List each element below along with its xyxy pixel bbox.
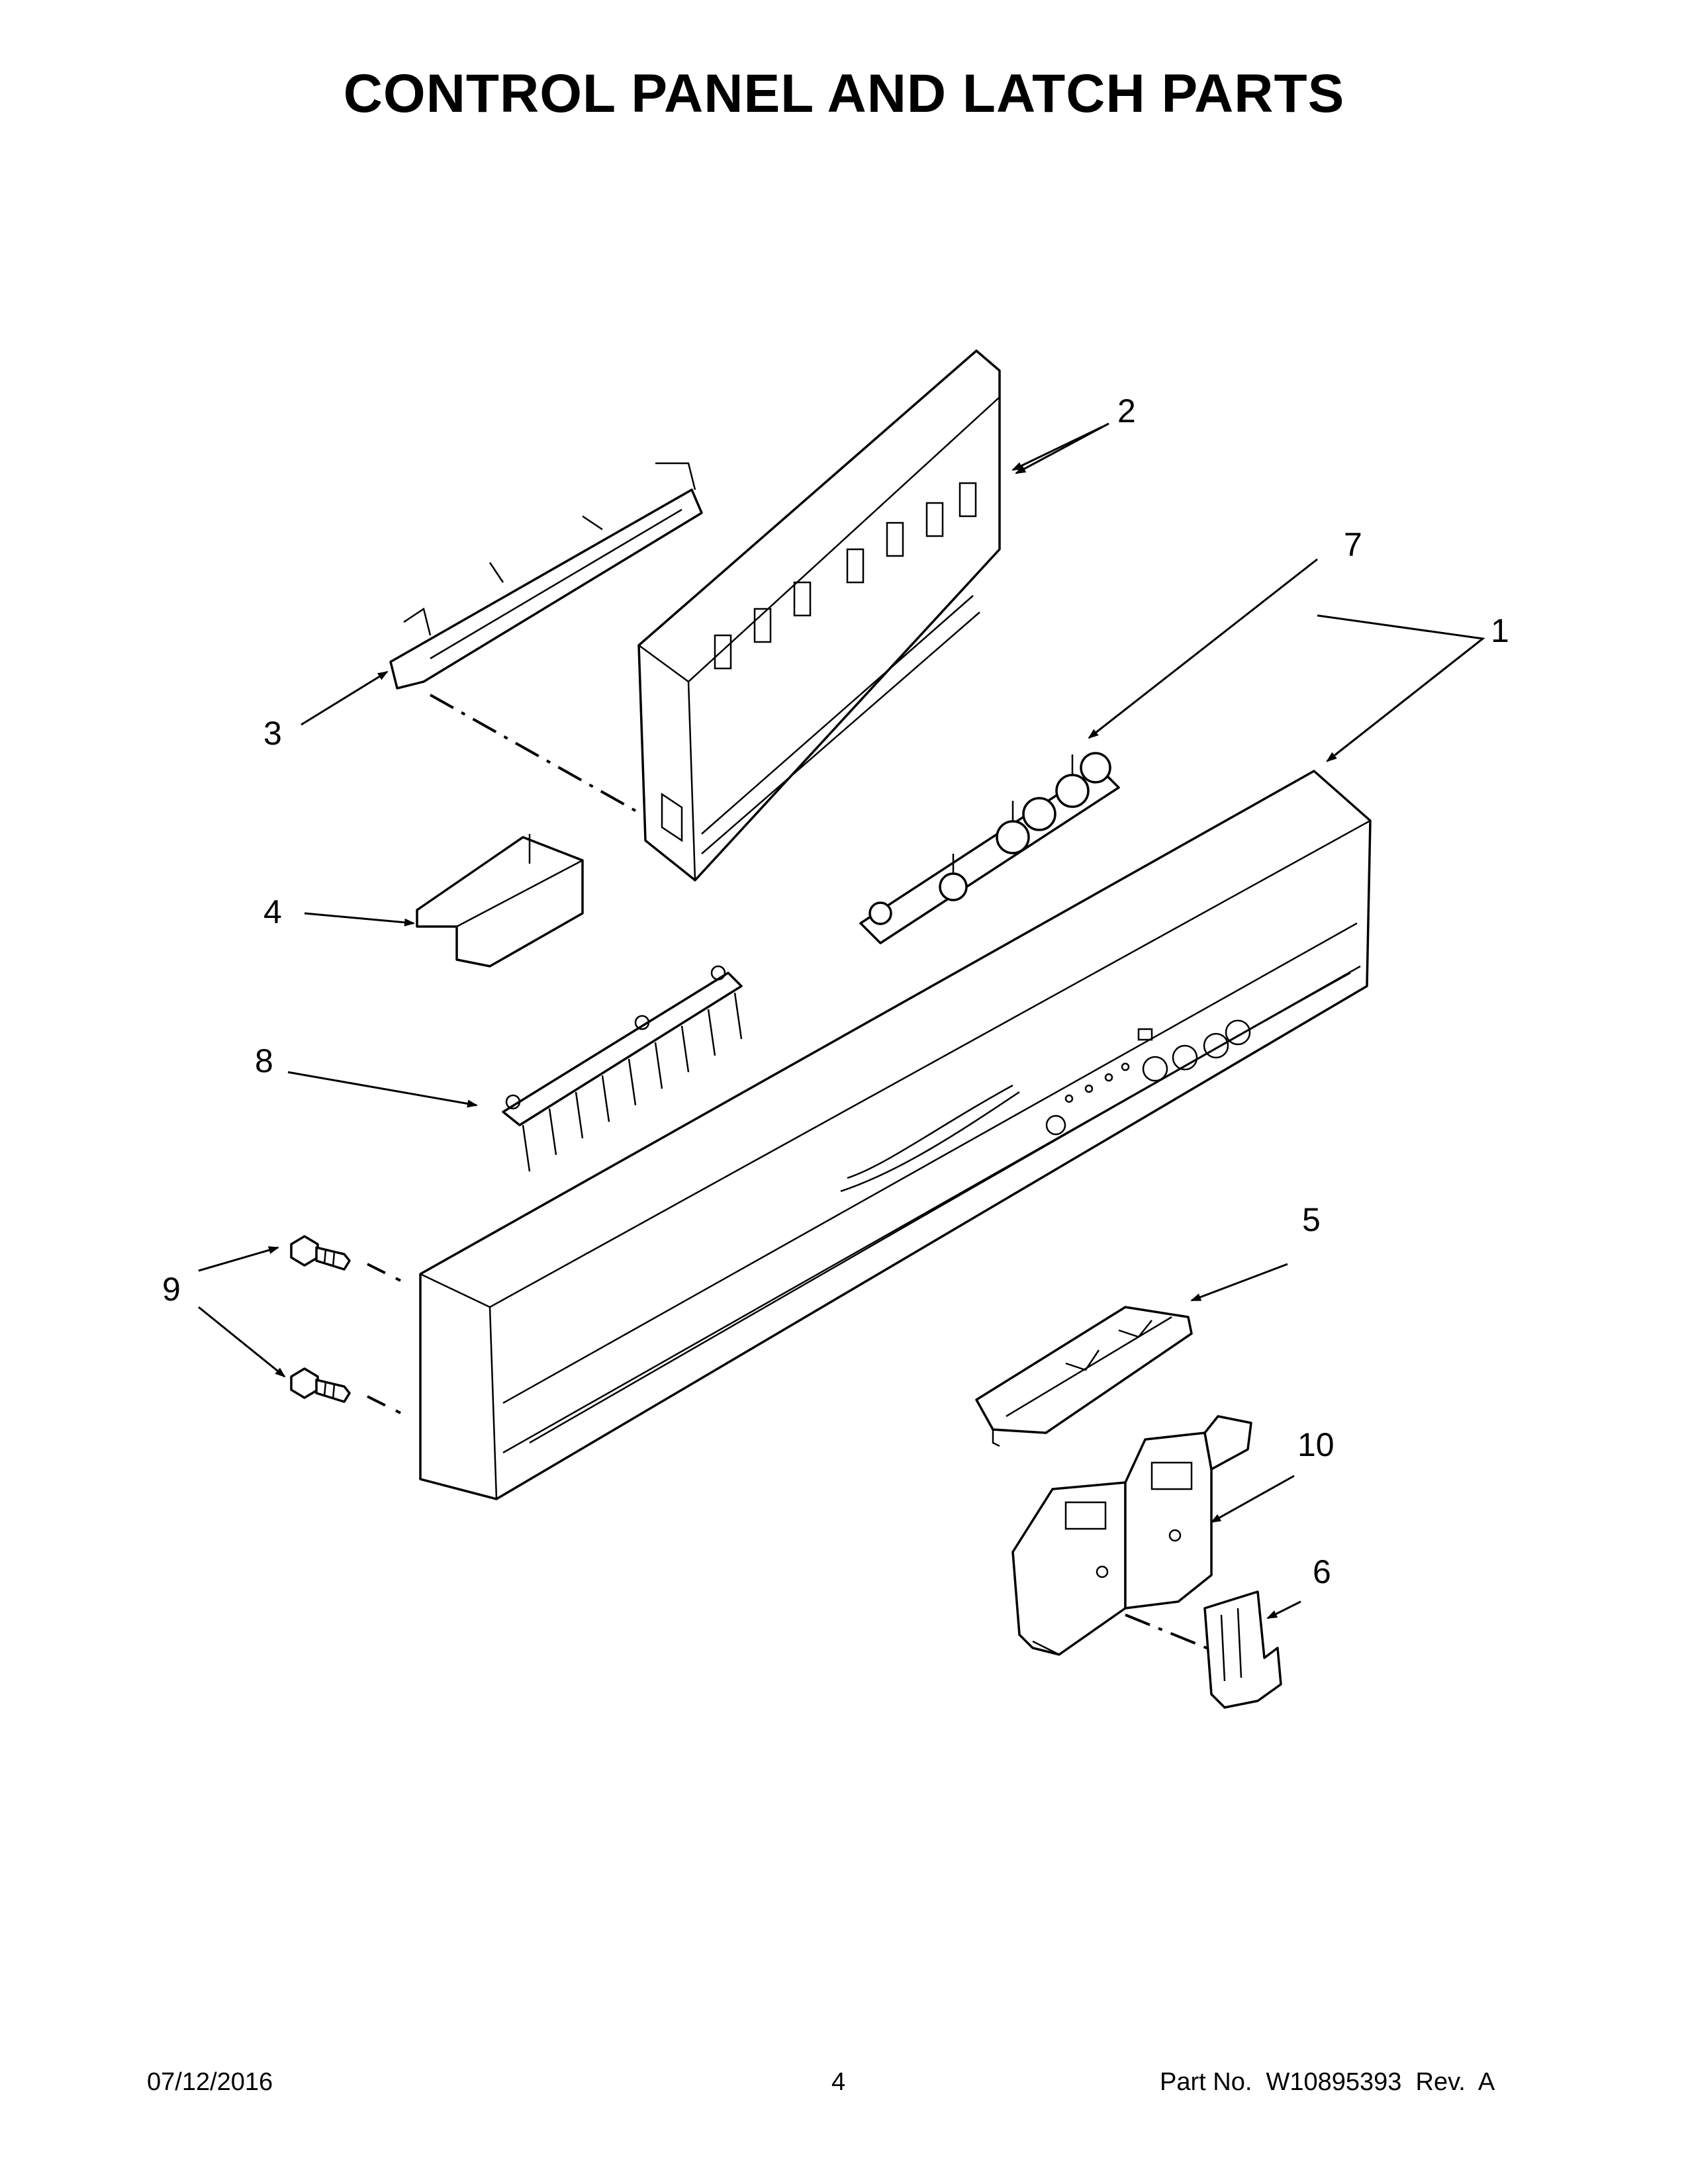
part-2-control-board[interactable] <box>637 349 1001 882</box>
callout-3: 3 <box>263 715 282 752</box>
callout-1: 1 <box>1491 612 1509 649</box>
callout-4: 4 <box>263 893 282 931</box>
part-10-door-latch[interactable] <box>1011 1415 1252 1656</box>
footer-page-number: 4 <box>831 2068 846 2096</box>
callout-8: 8 <box>255 1042 273 1079</box>
callout-2: 2 <box>1117 392 1136 430</box>
callout-5: 5 <box>1302 1201 1321 1238</box>
part-3-bracket[interactable] <box>389 462 703 690</box>
callout-7: 7 <box>1344 526 1362 563</box>
alignment-lines <box>367 694 1215 1653</box>
part-4-cover[interactable] <box>416 834 584 968</box>
leader-lines <box>198 422 1485 1619</box>
part-5-latch-handle[interactable] <box>975 1306 1193 1447</box>
part-8-pin-strip[interactable] <box>502 965 743 1172</box>
part-9-screw-upper[interactable] <box>290 1235 351 1271</box>
part-1-control-panel[interactable] <box>419 770 1372 1500</box>
callout-6: 6 <box>1313 1553 1331 1590</box>
footer-part-number: Part No. W10895393 Rev. A <box>1160 2068 1495 2096</box>
callout-9: 9 <box>162 1271 181 1308</box>
callout-10: 10 <box>1297 1426 1335 1463</box>
footer-date: 07/12/2016 <box>147 2068 273 2096</box>
part-7-switch-assembly[interactable] <box>859 752 1120 944</box>
part-6-latch-clip[interactable] <box>1203 1590 1282 1709</box>
page-title: CONTROL PANEL AND LATCH PARTS <box>343 64 1345 124</box>
part-9-screw-lower[interactable] <box>290 1367 351 1403</box>
